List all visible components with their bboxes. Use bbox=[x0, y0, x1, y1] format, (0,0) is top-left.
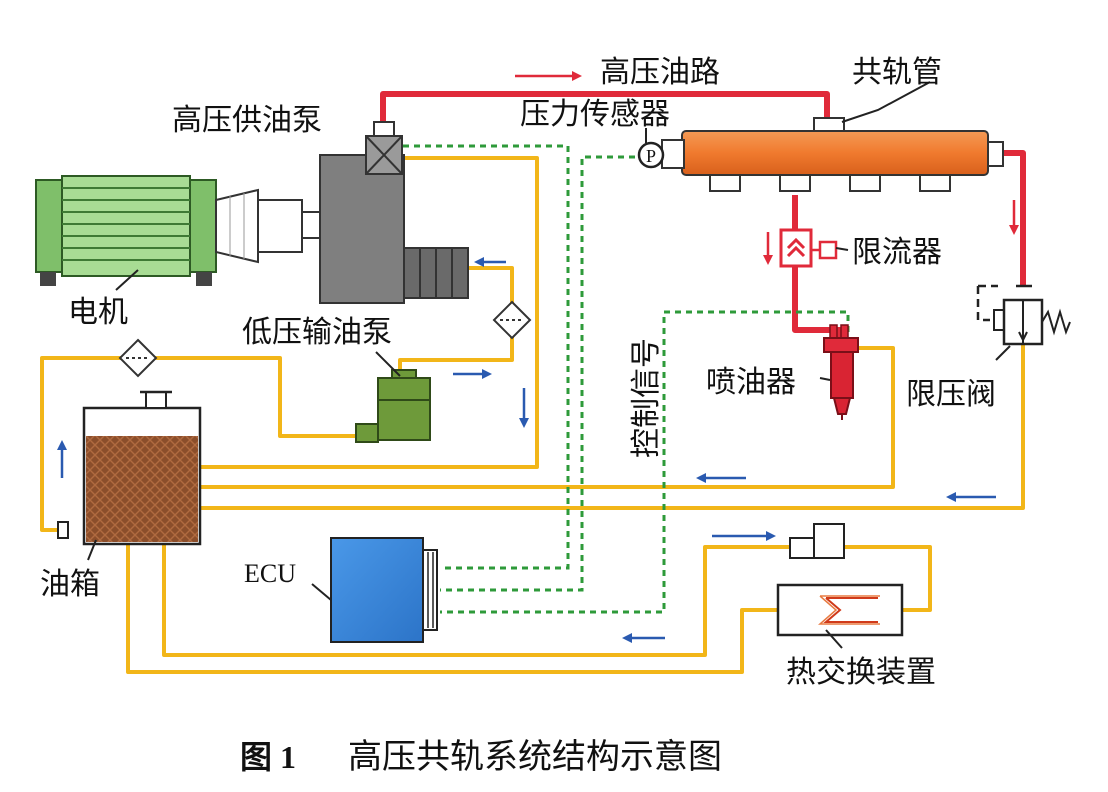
figure-caption: 图 1 高压共轨系统结构示意图 bbox=[240, 737, 722, 777]
common-rail bbox=[661, 117, 1004, 192]
blue-flow-arrow-tank-up bbox=[57, 440, 67, 478]
heat-exchanger bbox=[776, 583, 904, 637]
blue-flow-arrow-lp-pump bbox=[453, 369, 492, 379]
flow-arrows bbox=[57, 71, 1019, 643]
blue-flow-arrow-valve-return bbox=[946, 492, 996, 502]
red-flow-arrow-right bbox=[1009, 200, 1019, 235]
label-pressure-sensor: 压力传感器 bbox=[520, 97, 670, 132]
blue-flow-arrow-return-down bbox=[519, 388, 529, 428]
control-signal-lines bbox=[403, 144, 850, 614]
blue-flow-arrow-pump-inlet bbox=[474, 257, 506, 267]
fuel-lines bbox=[40, 156, 1025, 674]
label-high-pressure-pump: 高压供油泵 bbox=[172, 103, 322, 138]
label-flow-limiter: 限流器 bbox=[852, 235, 942, 270]
label-heat-exchanger: 热交换装置 bbox=[786, 655, 936, 690]
temperature-unit bbox=[789, 523, 845, 559]
injector bbox=[823, 324, 859, 420]
red-flow-arrow-limiter bbox=[763, 232, 773, 265]
label-fuel-tank: 油箱 bbox=[40, 567, 100, 602]
label-motor: 电机 bbox=[68, 295, 128, 330]
pressure-limit-valve bbox=[976, 284, 1071, 346]
caption-title: 高压共轨系统结构示意图 bbox=[348, 737, 722, 777]
ecu bbox=[330, 537, 438, 643]
fuel-tank bbox=[57, 390, 202, 546]
motor bbox=[35, 175, 323, 286]
label-ecu: ECU bbox=[244, 559, 296, 588]
filter-tank-outlet bbox=[118, 338, 158, 378]
pressure-sensor: P bbox=[637, 141, 665, 169]
label-control-signal: 控制信号 bbox=[629, 338, 664, 458]
blue-flow-arrow-injector-return bbox=[696, 473, 746, 483]
leader-lines bbox=[87, 81, 1011, 649]
high-pressure-pump bbox=[319, 121, 469, 304]
label-injector: 喷油器 bbox=[706, 365, 796, 400]
blue-flow-arrow-heat-exchanger bbox=[712, 531, 776, 541]
blue-flow-arrow-bottom bbox=[622, 633, 665, 643]
filter-lp-outlet bbox=[492, 300, 532, 340]
label-high-pressure-line: 高压油路 bbox=[600, 55, 720, 90]
pressure-sensor-symbol: P bbox=[646, 146, 656, 166]
label-pressure-limit-valve: 限压阀 bbox=[906, 377, 996, 412]
flow-limiter bbox=[779, 228, 838, 268]
caption-figure-number: 图 1 bbox=[240, 739, 296, 775]
red-flow-arrow-top bbox=[515, 71, 582, 81]
label-low-pressure-pump: 低压输油泵 bbox=[242, 315, 392, 350]
low-pressure-pump bbox=[355, 369, 431, 443]
label-common-rail: 共轨管 bbox=[852, 55, 942, 90]
